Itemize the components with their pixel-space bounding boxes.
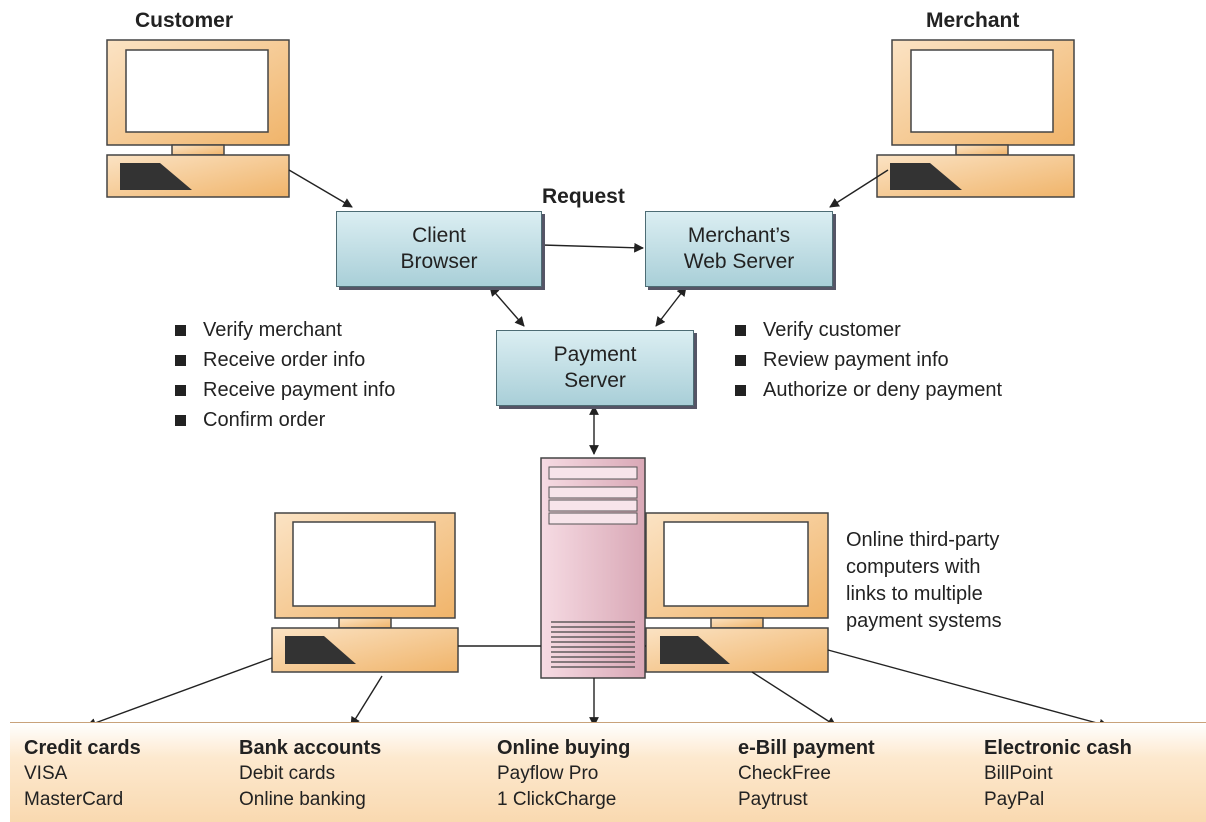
request-label: Request: [542, 185, 625, 208]
arrow-to-ebill-payment: [751, 671, 837, 727]
arrow-merchant-to-server: [829, 169, 889, 208]
payment-server-box: Payment Server: [496, 330, 694, 406]
merchant-web-server-box: Merchant’s Web Server: [645, 211, 833, 287]
category-title: e-Bill payment: [738, 737, 875, 759]
tower-server-icon: [540, 457, 646, 679]
category-credit-cards: Credit cards VISA MasterCard: [24, 735, 141, 813]
category-electronic-cash: Electronic cash BillPoint PayPal: [984, 735, 1132, 813]
category-item: PayPal: [984, 789, 1045, 810]
customer-computer-icon: [106, 39, 290, 198]
payment-server-left-tasks: Verify merchant Receive order info Recei…: [175, 315, 395, 435]
category-item: Paytrust: [738, 789, 808, 810]
bullet-square-icon: [175, 414, 186, 426]
bullet-square-icon: [735, 384, 746, 396]
merchant-server-line-1: Merchant’s: [687, 224, 791, 247]
bullet-square-icon: [175, 354, 186, 366]
payment-server-right-tasks: Verify customer Review payment info Auth…: [735, 315, 1002, 405]
third-party-computer-left-icon: [271, 512, 459, 673]
arrow-request: [541, 242, 644, 253]
category-item: Online banking: [239, 789, 366, 810]
left-task-item: Verify merchant: [175, 315, 395, 345]
category-item: BillPoint: [984, 763, 1053, 784]
merchant-server-line-2: Web Server: [683, 250, 795, 273]
category-item: CheckFree: [738, 763, 831, 784]
client-browser-line-1: Client: [412, 224, 466, 247]
client-browser-line-2: Browser: [400, 250, 478, 273]
right-task-item: Review payment info: [735, 345, 1002, 375]
right-task-item: Authorize or deny payment: [735, 375, 1002, 405]
payment-server-line-1: Payment: [553, 343, 637, 366]
category-item: VISA: [24, 763, 68, 784]
arrow-browser-payment: [489, 286, 525, 327]
bullet-square-icon: [175, 384, 186, 396]
category-item: Debit cards: [239, 763, 336, 784]
third-party-description: Online third-party computers with links …: [846, 529, 1002, 632]
category-title: Bank accounts: [239, 737, 382, 759]
category-bank-accounts: Bank accounts Debit cards Online banking: [239, 735, 381, 813]
category-title: Electronic cash: [984, 737, 1132, 759]
left-task-item: Confirm order: [175, 405, 395, 435]
category-ebill-payment: e-Bill payment CheckFree Paytrust: [738, 735, 875, 813]
category-item: MasterCard: [24, 789, 124, 810]
arrow-to-bank-accounts: [350, 675, 383, 727]
customer-label: Customer: [135, 9, 234, 32]
category-title: Credit cards: [24, 737, 141, 759]
bullet-square-icon: [735, 354, 746, 366]
category-item: 1 ClickCharge: [497, 789, 617, 810]
category-item: Payflow Pro: [497, 763, 599, 784]
merchant-label: Merchant: [926, 9, 1020, 32]
payment-systems-panel: Credit cards VISA MasterCard Bank accoun…: [10, 722, 1206, 822]
category-title: Online buying: [497, 737, 631, 759]
category-online-buying: Online buying Payflow Pro 1 ClickCharge: [497, 735, 630, 813]
bullet-square-icon: [175, 324, 186, 336]
arrow-customer-to-browser: [288, 169, 353, 208]
bullet-square-icon: [735, 324, 746, 336]
client-browser-box: Client Browser: [336, 211, 542, 287]
left-task-item: Receive order info: [175, 345, 395, 375]
arrow-to-electronic-cash: [827, 649, 1109, 729]
arrow-to-credit-cards: [86, 657, 273, 728]
right-task-item: Verify customer: [735, 315, 1002, 345]
third-party-computer-right-icon: [645, 512, 829, 673]
merchant-computer-icon: [876, 39, 1075, 198]
arrow-webserver-payment: [655, 286, 687, 327]
payment-server-line-2: Server: [564, 369, 626, 392]
left-task-item: Receive payment info: [175, 375, 395, 405]
